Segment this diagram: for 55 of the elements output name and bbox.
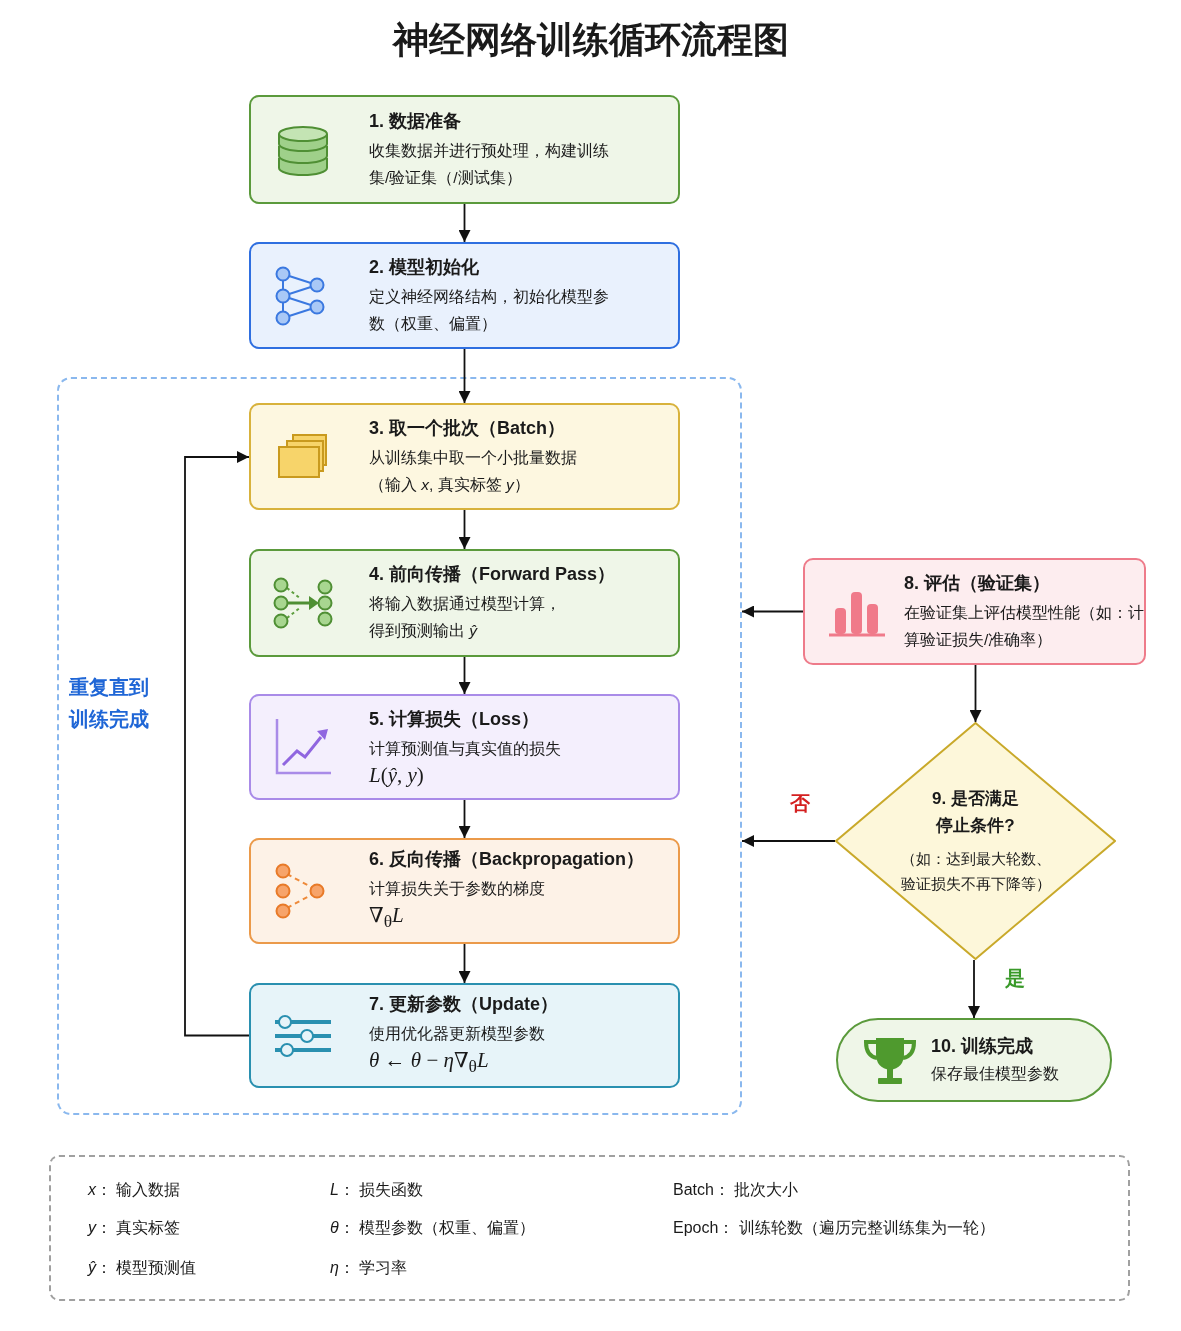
arrow (968, 959, 980, 1019)
decision-diamond (835, 722, 1116, 960)
arrow (458, 203, 471, 243)
process-box (803, 558, 1146, 665)
step-description: 计算预测值与真实值的损失 (369, 738, 562, 759)
arrow (741, 605, 804, 618)
arrow (969, 664, 982, 723)
step-title: 4. 前向传播（Forward Pass） (369, 563, 617, 586)
notation-note: y： 真实标签 (88, 1218, 181, 1238)
formula: ∇$_{θ}$L (369, 902, 405, 934)
notation-note: η： 学习率 (330, 1258, 408, 1278)
arrow (458, 943, 471, 984)
formula: θ ← θ − η∇$_{θ}$L (369, 1046, 490, 1079)
arrow (184, 451, 250, 1037)
notation-note: ŷ： 模型预测值 (88, 1258, 197, 1278)
process-box (249, 838, 680, 944)
step-title: 2. 模型初始化 (369, 255, 480, 279)
notation-note: Batch： 批次大小 (673, 1180, 799, 1200)
notation-note: L： 损失函数 (330, 1180, 424, 1200)
step-title: 3. 取一个批次（Batch） (369, 416, 567, 440)
step-title: 1. 数据准备 (369, 109, 462, 133)
step-description: 保存最佳模型参数 (931, 1063, 1060, 1084)
process-box (249, 95, 680, 204)
step-description: 将输入数据通过模型计算，得到预测输出 ŷ (369, 594, 562, 641)
step-title: 10. 训练完成 (931, 1034, 1035, 1058)
process-box (249, 403, 680, 510)
step-title: 7. 更新参数（Update） (369, 992, 560, 1016)
edge-label: 是 (1003, 965, 1027, 991)
step-title: 6. 反向传播（Backpropagation） (369, 848, 646, 872)
step-title: 8. 评估（验证集） (904, 571, 1051, 595)
decision-note: （如：达到最大轮数、验证损失不再下降等） (899, 850, 1052, 894)
process-box (249, 983, 680, 1088)
process-box (249, 242, 680, 349)
step-description: 收集数据并进行预处理，构建训练集/验证集（/测试集） (369, 140, 610, 188)
step-description: 在验证集上评估模型性能（如：计算验证损失/准确率） (904, 602, 1144, 650)
arrow (458, 509, 471, 550)
formula: L(ŷ, y) (369, 761, 425, 788)
arrow (741, 835, 836, 847)
diagram-title: 神经网络训练循环流程图 (391, 18, 790, 62)
arrow (458, 656, 471, 695)
decision-title: 9. 是否满足停止条件? (931, 788, 1020, 837)
notation-note: Epoch： 训练轮数（遍历完整训练集为一轮） (673, 1218, 995, 1238)
step-description: 使用优化器更新模型参数 (369, 1023, 546, 1044)
step-description: 从训练集中取一个小批量数据（输入 x, 真实标签 y） (369, 447, 578, 495)
notation-note: x： 输入数据 (88, 1180, 181, 1200)
step-description: 定义神经网络结构，初始化模型参数（权重、偏置） (369, 286, 610, 334)
notation-note: θ： 模型参数（权重、偏置） (330, 1218, 536, 1238)
loop-region (57, 377, 742, 1115)
step-title: 5. 计算损失（Loss） (369, 707, 541, 731)
process-box (249, 694, 680, 800)
loop-label: 重复直到训练完成 (69, 675, 150, 732)
arrow (458, 799, 471, 839)
step-description: 计算损失关于参数的梯度 (369, 879, 546, 900)
process-box (249, 549, 680, 657)
arrow (458, 348, 471, 404)
